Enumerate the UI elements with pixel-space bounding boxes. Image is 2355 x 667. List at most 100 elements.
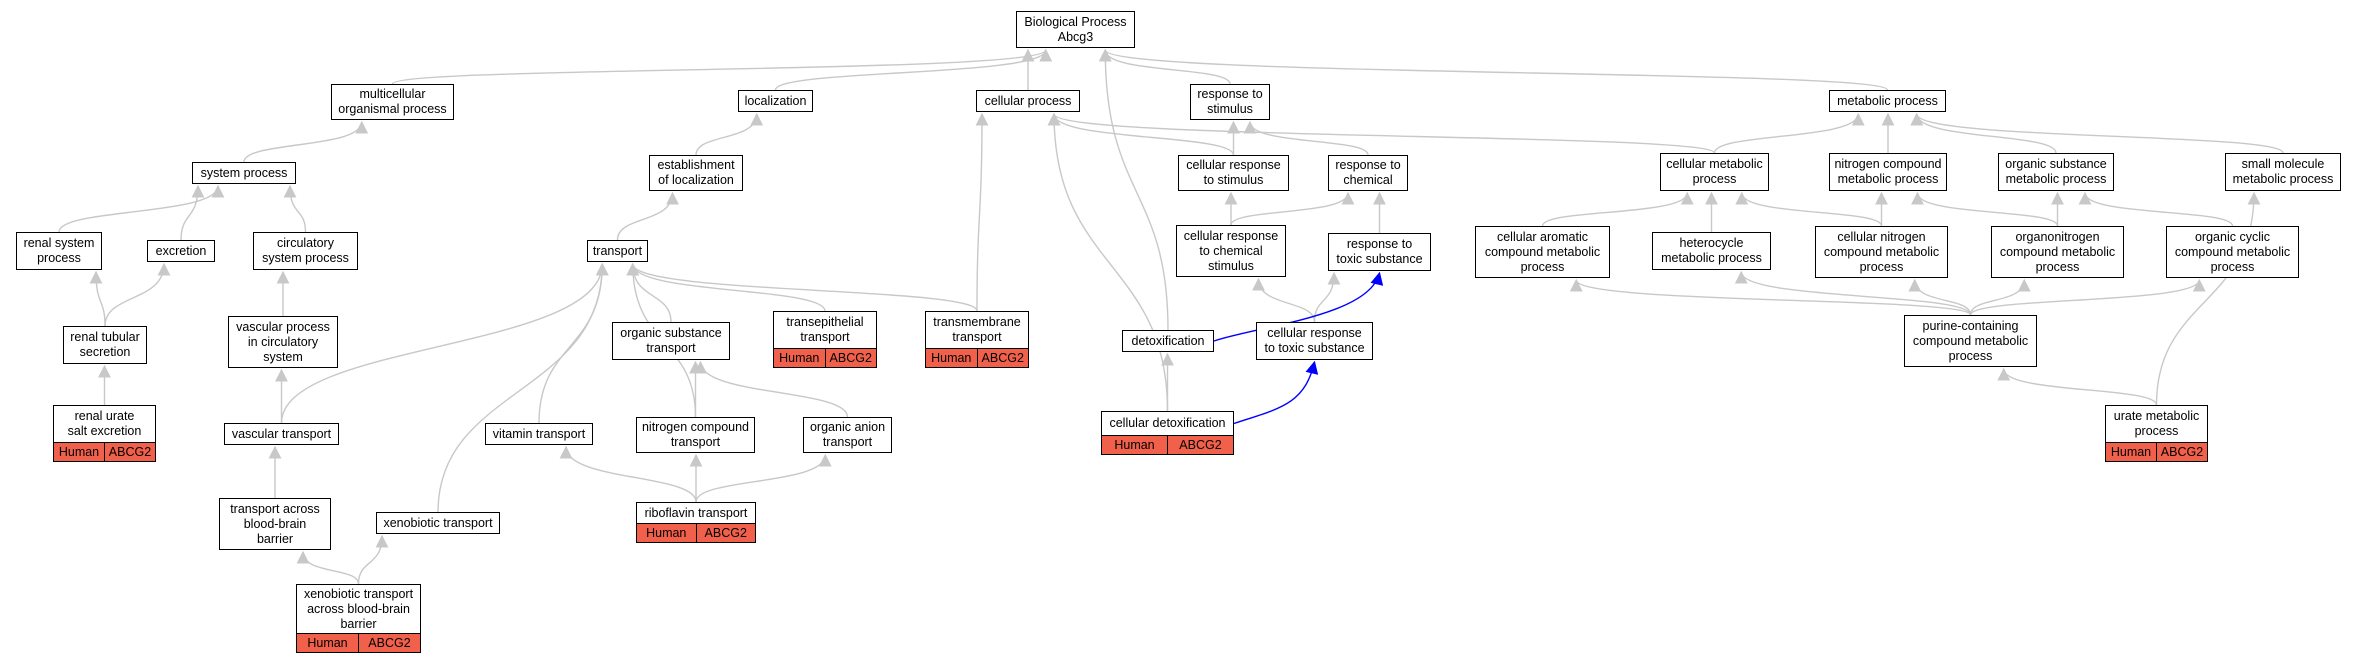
- edge-organic-anion-to-organic-transport: [694, 360, 849, 418]
- annotation-gene: ABCG2: [104, 443, 155, 461]
- edge-excretion-to-system-process: [180, 184, 205, 241]
- node-cellular-response-to-toxic-substance[interactable]: cellular response to toxic substance: [1256, 322, 1373, 360]
- node-response-to-toxic-substance[interactable]: response to toxic substance: [1328, 233, 1431, 271]
- edge-cell-resp-chemical-to-resp-chemical: [1230, 191, 1355, 226]
- node-circulatory-system-process[interactable]: circulatory system process: [253, 232, 358, 270]
- node-riboflavin-transport[interactable]: riboflavin transport: [636, 502, 756, 524]
- node-cellular-aromatic-compound-metabolic-process[interactable]: cellular aromatic compound metabolic pro…: [1475, 226, 1610, 278]
- node-cellular-nitrogen-compound-metabolic-process[interactable]: cellular nitrogen compound metabolic pro…: [1815, 226, 1948, 278]
- node-cellular-metabolic-process[interactable]: cellular metabolic process: [1660, 153, 1769, 191]
- node-transport-across-blood-brain-barrier[interactable]: transport across blood-brain barrier: [219, 498, 331, 550]
- edge-xenobiotic-to-transport: [437, 262, 609, 513]
- edge-transport-to-establishment: [616, 191, 679, 241]
- edge-renal-tubular-to-excretion: [104, 262, 171, 327]
- edge-detox-to-bp: [1098, 48, 1169, 331]
- node-excretion[interactable]: excretion: [147, 240, 215, 262]
- node-multicellular-organismal-process[interactable]: multicellular organismal process: [331, 84, 454, 120]
- node-renal-urate-salt-excretion[interactable]: renal urate salt excretion: [53, 405, 156, 443]
- edge-xeno-bbb-to-transport-bbb: [296, 550, 360, 585]
- node-biological-process[interactable]: Biological Process Abcg3: [1016, 11, 1135, 48]
- edge-localization-to-bp: [774, 48, 1053, 91]
- edge-cell-resp-stimulus-to-cellular-process: [1047, 112, 1235, 156]
- node-nitrogen-compound-transport[interactable]: nitrogen compound transport: [636, 417, 755, 453]
- edge-urate-to-purine: [1997, 367, 2158, 406]
- edge-transepithelial-to-transport: [626, 262, 826, 312]
- annotation-species: Human: [297, 634, 358, 652]
- node-localization[interactable]: localization: [738, 90, 813, 112]
- edge-purine-to-cell-nitrogen: [1908, 278, 1972, 316]
- node-cellular-response-to-chemical-stimulus[interactable]: cellular response to chemical stimulus: [1176, 225, 1286, 277]
- node-renal-tubular-secretion[interactable]: renal tubular secretion: [63, 326, 147, 364]
- edge-riboflavin-to-vitamin: [559, 445, 697, 503]
- node-purine-containing-compound-metabolic-process[interactable]: purine-containing compound metabolic pro…: [1904, 315, 2037, 367]
- node-organic-substance-metabolic-process[interactable]: organic substance metabolic process: [1998, 153, 2114, 191]
- node-response-to-chemical[interactable]: response to chemical: [1328, 155, 1408, 191]
- annotation-gene: ABCG2: [695, 524, 755, 542]
- edge-aromatic-to-cell-metabolic: [1541, 191, 1694, 227]
- annotation-species: Human: [1102, 436, 1167, 454]
- node-detoxification[interactable]: detoxification: [1122, 330, 1214, 352]
- node-cellular-response-to-stimulus[interactable]: cellular response to stimulus: [1178, 155, 1289, 191]
- node-establishment-of-localization[interactable]: establishment of localization: [649, 155, 743, 191]
- edge-renal-system-to-system-process: [58, 184, 225, 233]
- node-transepithelial-transport[interactable]: transepithelial transport: [773, 311, 877, 349]
- annotation-gene: ABCG2: [976, 349, 1028, 367]
- node-vascular-transport[interactable]: vascular transport: [224, 423, 339, 445]
- edge-resp-chemical-to-response-stimulus: [1243, 120, 1369, 156]
- edge-transmembrane-to-cellular-process: [975, 112, 989, 312]
- edge-cell-detox-to-cell-resp-toxic: [1233, 360, 1319, 425]
- edge-xeno-bbb-to-xenobiotic: [357, 534, 389, 585]
- node-vascular-process-in-circulatory-system[interactable]: vascular process in circulatory system: [228, 316, 338, 368]
- edge-transmembrane-to-transport: [626, 262, 978, 312]
- node-renal-system-process[interactable]: renal system process: [16, 232, 102, 270]
- edge-purine-to-heterocycle: [1734, 270, 1972, 316]
- annotation-gene: ABCG2: [824, 349, 876, 367]
- edge-cell-metabolic-to-cellular-process: [1047, 112, 1716, 154]
- node-nitrogen-compound-metabolic-process[interactable]: nitrogen compound metabolic process: [1829, 153, 1947, 191]
- edge-response-stimulus-to-bp: [1098, 48, 1231, 85]
- annotation-species: Human: [637, 524, 696, 542]
- node-xenobiotic-transport-across-blood-brain-barrier[interactable]: xenobiotic transport across blood-brain …: [296, 584, 421, 634]
- node-heterocycle-metabolic-process[interactable]: heterocycle metabolic process: [1652, 232, 1771, 270]
- edge-establishment-to-localization: [695, 112, 764, 156]
- node-organic-substance-transport[interactable]: organic substance transport: [612, 322, 730, 360]
- edge-purine-to-aromatic: [1569, 278, 1972, 316]
- node-organic-anion-transport[interactable]: organic anion transport: [803, 417, 892, 453]
- node-response-to-stimulus[interactable]: response to stimulus: [1190, 84, 1270, 120]
- node-organic-cyclic-compound-metabolic-process[interactable]: organic cyclic compound metabolic proces…: [2166, 226, 2299, 278]
- edge-riboflavin-to-organic-anion: [695, 453, 832, 503]
- node-xenobiotic-transport[interactable]: xenobiotic transport: [376, 512, 500, 534]
- annotation-species: Human: [2106, 443, 2156, 461]
- node-cellular-detoxification[interactable]: cellular detoxification: [1101, 411, 1234, 436]
- edge-cell-metabolic-to-metabolic: [1713, 112, 1865, 154]
- edge-cell-resp-toxic-to-cell-resp-chemical: [1252, 277, 1316, 323]
- annotation-species: Human: [774, 349, 825, 367]
- node-urate-metabolic-process[interactable]: urate metabolic process: [2105, 405, 2208, 443]
- edge-organic-cyclic-to-organic-metabolic: [2078, 191, 2234, 227]
- edge-urate-to-small-molecule: [2155, 191, 2261, 406]
- node-vitamin-transport[interactable]: vitamin transport: [485, 423, 593, 445]
- edge-organonitrogen-to-nitrogen-metabolic: [1911, 191, 2059, 227]
- node-small-molecule-metabolic-process[interactable]: small molecule metabolic process: [2225, 153, 2341, 191]
- node-metabolic-process[interactable]: metabolic process: [1829, 90, 1946, 112]
- annotation-gene: ABCG2: [358, 634, 420, 652]
- node-system-process[interactable]: system process: [192, 162, 296, 184]
- node-organonitrogen-compound-metabolic-process[interactable]: organonitrogen compound metabolic proces…: [1991, 226, 2124, 278]
- node-cellular-process[interactable]: cellular process: [976, 90, 1080, 112]
- annotation-species: Human: [926, 349, 977, 367]
- edge-system-process-to-multicellular: [243, 120, 369, 163]
- node-transmembrane-transport[interactable]: transmembrane transport: [925, 311, 1029, 349]
- edge-purine-to-organic-cyclic: [1969, 278, 2206, 316]
- edge-organic-metabolic-to-metabolic: [1910, 112, 2057, 154]
- edge-small-molecule-to-metabolic: [1910, 112, 2284, 154]
- edge-cell-detox-to-cellular-process: [1047, 112, 1169, 412]
- node-transport[interactable]: transport: [587, 240, 648, 262]
- edge-detox-to-resp-toxic: [1213, 271, 1384, 342]
